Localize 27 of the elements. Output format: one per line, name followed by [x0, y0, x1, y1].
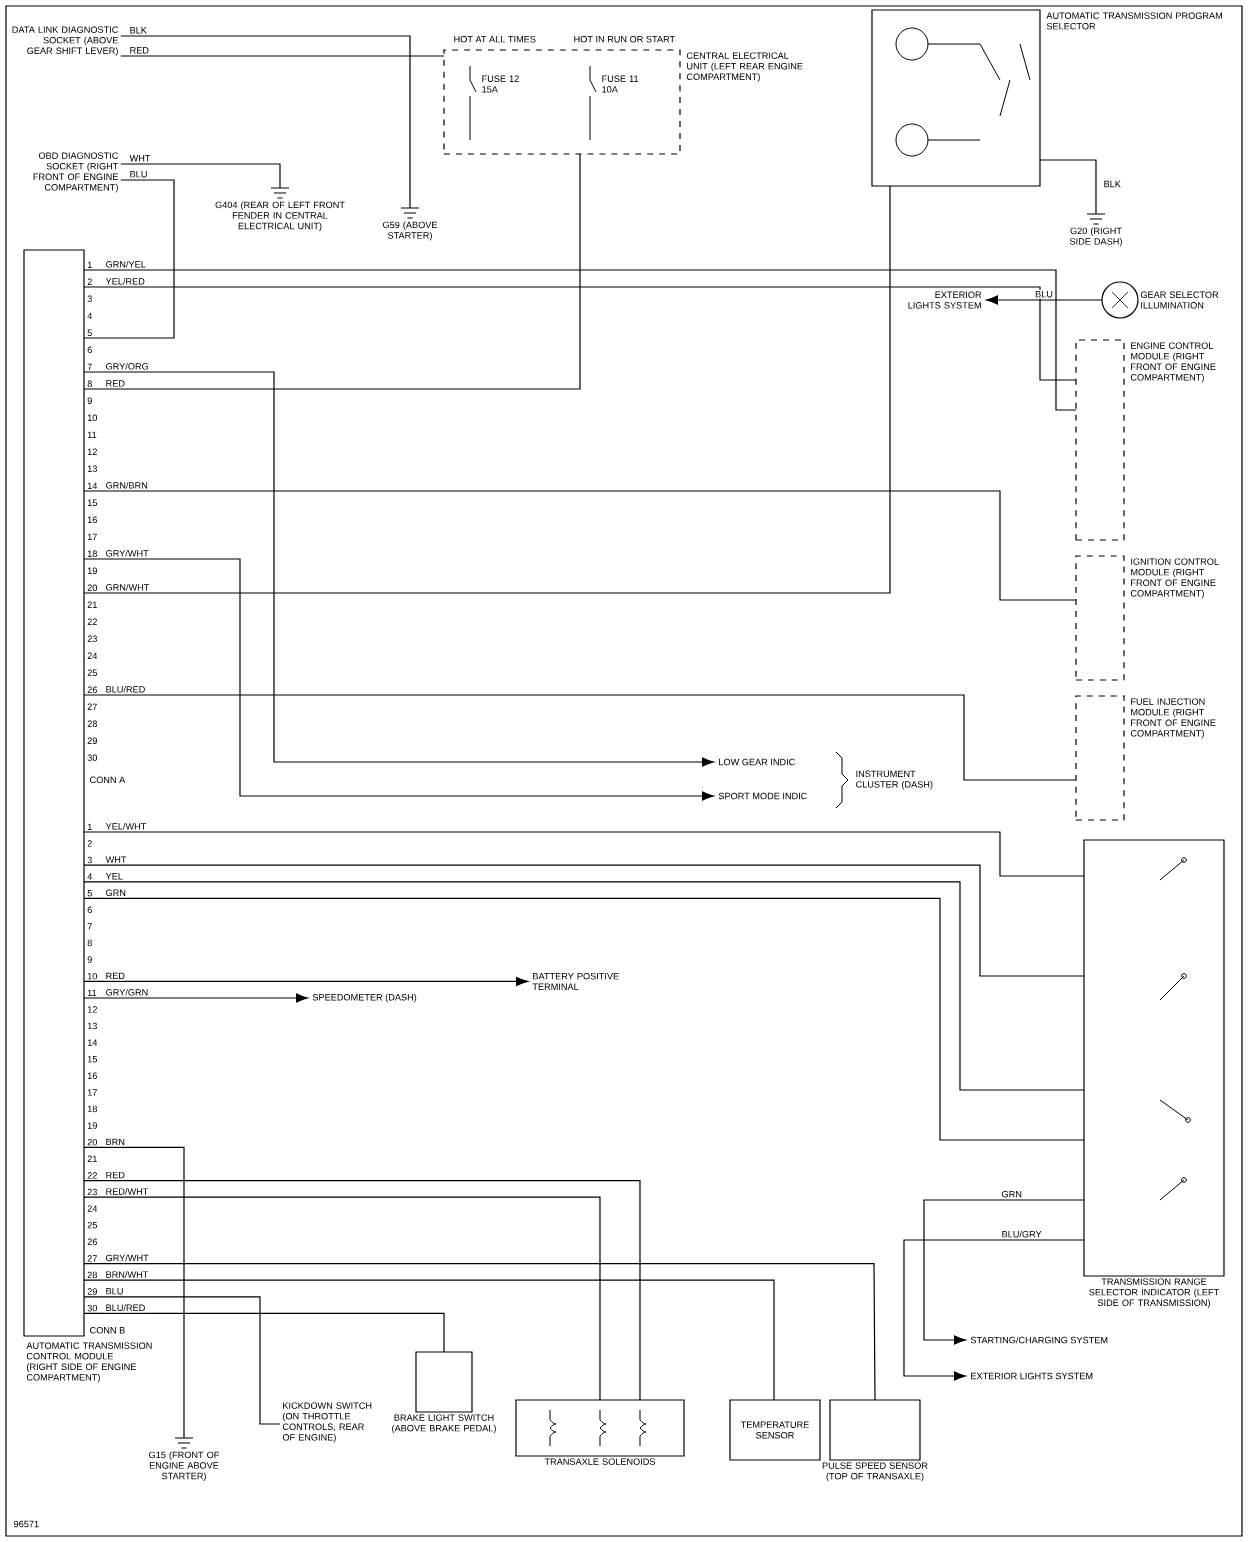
- wire: [83, 286, 1077, 381]
- wire: [83, 1312, 445, 1353]
- wire: [83, 897, 1085, 1141]
- wire: [83, 153, 581, 390]
- wire: [120, 163, 281, 182]
- wire: [83, 993, 309, 1003]
- wire: [120, 35, 411, 202]
- wire: [903, 1239, 1085, 1381]
- wire: [83, 558, 714, 801]
- wire: [83, 831, 1085, 877]
- wire: [83, 1263, 876, 1401]
- wire: [83, 881, 1085, 1091]
- wire: [83, 976, 528, 986]
- wire: [83, 1296, 281, 1425]
- wire: [83, 864, 1085, 977]
- wire: [120, 55, 445, 57]
- wire: [923, 1199, 1085, 1345]
- wire: [83, 1279, 775, 1401]
- wire: [1039, 159, 1097, 208]
- wire: [83, 694, 1077, 781]
- wire: [83, 371, 714, 767]
- wire: [986, 295, 1103, 305]
- wire: [83, 269, 1077, 411]
- wire: [83, 185, 891, 594]
- wire: [83, 1146, 185, 1432]
- wire: [83, 179, 175, 339]
- wire: [83, 490, 1077, 601]
